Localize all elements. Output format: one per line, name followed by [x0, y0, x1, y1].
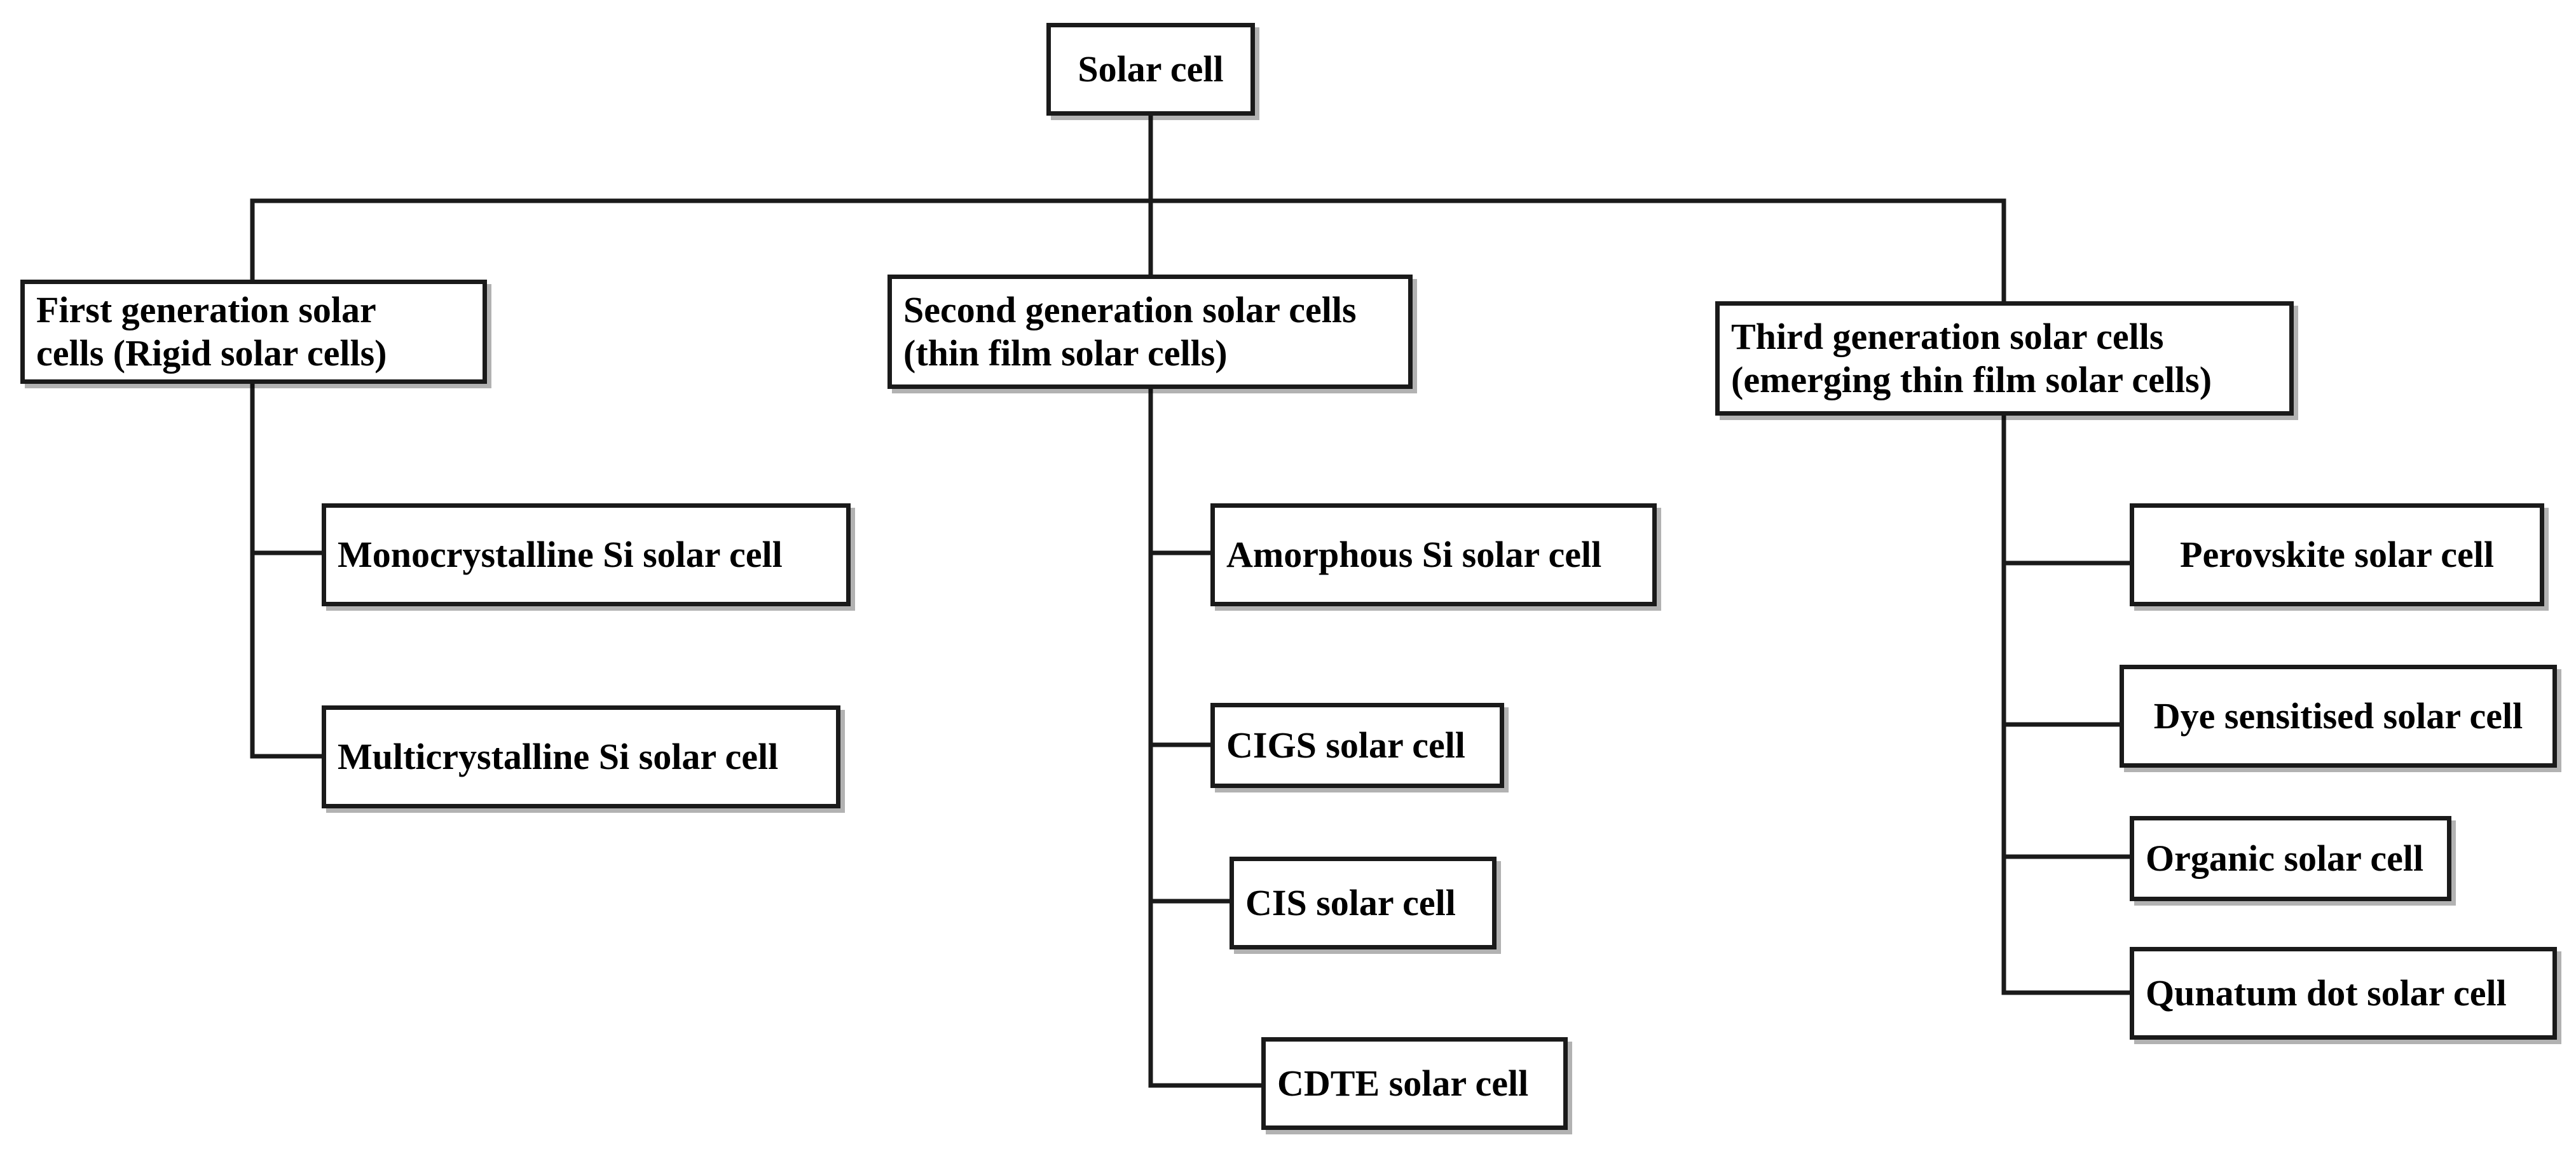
- generation-label-line1: Third generation solar cells: [1731, 315, 2164, 357]
- generation-node: Third generation solar cells (emerging t…: [1715, 301, 2294, 416]
- cell-type-node: Perovskite solar cell: [2130, 503, 2544, 606]
- generation-label-line2: (thin film solar cells): [903, 332, 1228, 374]
- cell-type-node: Qunatum dot solar cell: [2130, 947, 2557, 1040]
- cell-type-label: CDTE solar cell: [1277, 1062, 1529, 1104]
- cell-type-node: CDTE solar cell: [1261, 1037, 1568, 1130]
- generation-node: First generation solar cells (Rigid sola…: [20, 280, 487, 384]
- cell-type-label: CIS solar cell: [1245, 881, 1456, 923]
- cell-type-label: Qunatum dot solar cell: [2146, 972, 2507, 1014]
- cell-type-label: Amorphous Si solar cell: [1226, 533, 1602, 575]
- cell-type-node: Amorphous Si solar cell: [1210, 503, 1657, 606]
- generation-label-line1: Second generation solar cells: [903, 289, 1357, 330]
- cell-type-label: Monocrystalline Si solar cell: [338, 533, 783, 575]
- cell-type-node: Monocrystalline Si solar cell: [322, 503, 851, 606]
- root-label: Solar cell: [1078, 48, 1224, 90]
- cell-type-label: CIGS solar cell: [1226, 724, 1465, 766]
- root-node: Solar cell: [1046, 23, 1255, 116]
- generation-label-line1: First generation solar: [36, 289, 376, 330]
- cell-type-node: CIGS solar cell: [1210, 703, 1504, 788]
- cell-type-node: Dye sensitised solar cell: [2120, 665, 2557, 768]
- cell-type-label: Organic solar cell: [2146, 837, 2424, 879]
- generation-label-line2: (emerging thin film solar cells): [1731, 359, 2212, 400]
- cell-type-node: CIS solar cell: [1230, 857, 1497, 949]
- cell-type-node: Multicrystalline Si solar cell: [322, 705, 840, 808]
- cell-type-label: Multicrystalline Si solar cell: [338, 735, 779, 777]
- generation-node: Second generation solar cells (thin film…: [887, 275, 1413, 389]
- cell-type-label: Dye sensitised solar cell: [2153, 695, 2523, 737]
- generation-label-line2: cells (Rigid solar cells): [36, 332, 387, 374]
- cell-type-node: Organic solar cell: [2130, 816, 2451, 901]
- cell-type-label: Perovskite solar cell: [2180, 533, 2494, 575]
